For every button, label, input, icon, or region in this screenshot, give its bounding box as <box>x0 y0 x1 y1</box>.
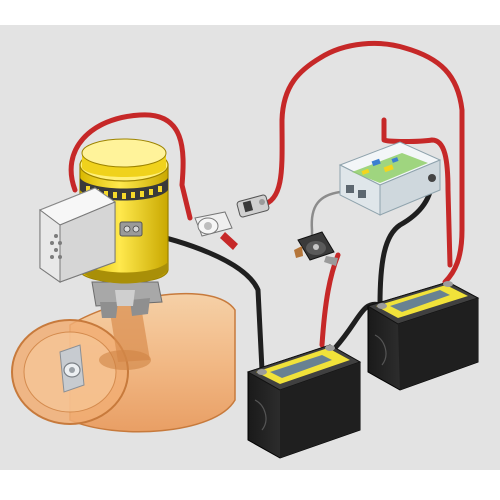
battery-switch-icon <box>294 231 338 266</box>
positive-cable-control-to-battery <box>381 117 453 268</box>
motor-terminals <box>119 221 143 237</box>
positive-cable-breaker-to-battery-2 <box>259 40 465 285</box>
control-box-icon <box>38 187 117 283</box>
fuse-icon <box>194 211 238 250</box>
motor-mount <box>91 281 163 318</box>
control-wire <box>310 190 342 250</box>
battery-1-terminals <box>257 345 335 375</box>
propeller-icon <box>59 344 85 393</box>
negative-cable-control-to-battery-2 <box>377 175 435 308</box>
positive-cable-motor-to-fuse <box>68 112 193 221</box>
circuit-breaker-icon <box>236 194 270 218</box>
relay-controller-icon <box>338 141 442 216</box>
battery-2 <box>366 281 480 391</box>
battery-2-terminals <box>377 281 453 309</box>
battery-1 <box>246 344 362 459</box>
